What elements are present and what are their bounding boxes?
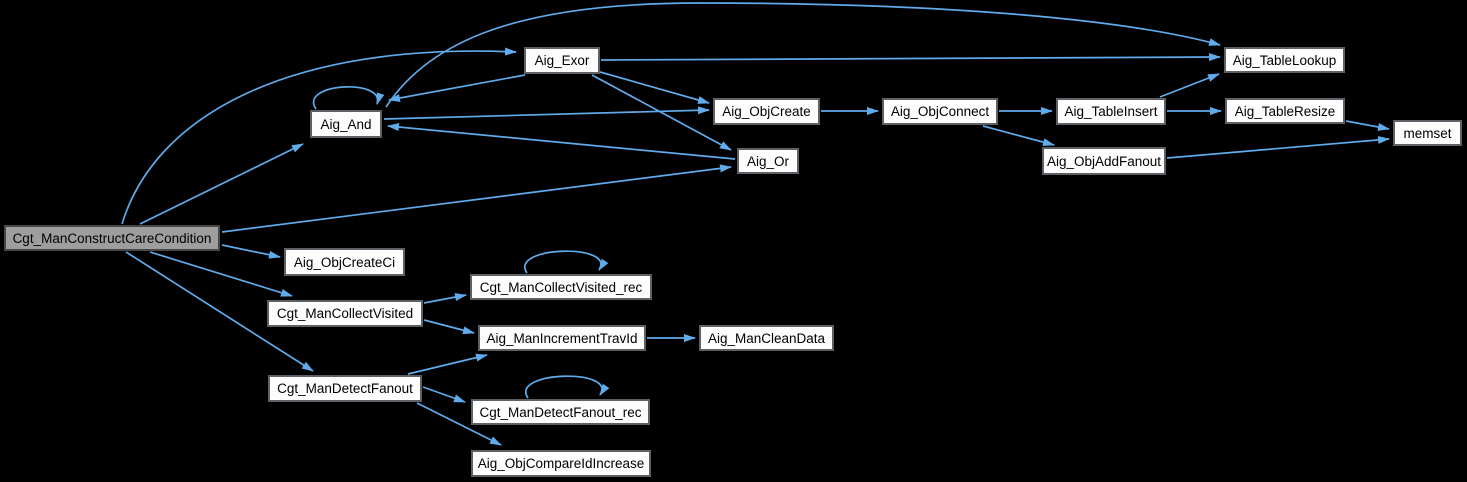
node-label: Aig_ObjCreateCi xyxy=(293,254,396,270)
edge-cgt_mancollectvisited-to-aig_manincrementtravid xyxy=(423,319,475,335)
edge-aig_exor-to-aig_objcreate xyxy=(599,71,710,104)
edge-aig_tableinsert-to-aig_tablelookup xyxy=(1159,73,1220,98)
edge-main-to-cgt_mancollectvisited xyxy=(149,251,293,297)
node-aig_manincrementtravid[interactable]: Aig_ManIncrementTravId xyxy=(478,325,646,351)
node-aig_tableresize[interactable]: Aig_TableResize xyxy=(1225,98,1345,124)
edge-cgt_mancollectvisited_rec-to-cgt_mancollectvisited_rec xyxy=(523,250,609,274)
edge-aig_tableresize-to-memset xyxy=(1345,120,1390,131)
node-label: Cgt_ManConstructCareCondition xyxy=(12,230,212,246)
edge-main-to-cgt_mandetectfanout xyxy=(125,251,314,372)
edge-aig_or-to-aig_and xyxy=(387,123,736,160)
node-cgt_mandetectfanout[interactable]: Cgt_ManDetectFanout xyxy=(268,375,422,402)
node-label: Aig_Or xyxy=(746,153,790,169)
edge-aig_exor-to-aig_tablelookup xyxy=(600,53,1221,62)
node-label: Aig_ObjCompareIdIncrease xyxy=(477,456,645,471)
node-label: Aig_TableResize xyxy=(1234,103,1336,119)
node-memset[interactable]: memset xyxy=(1393,120,1462,146)
node-label: Aig_TableLookup xyxy=(1232,52,1337,68)
edge-aig_objaddfanout-to-memset xyxy=(1166,135,1390,159)
edge-main-to-aig_or xyxy=(221,164,732,233)
node-label: Aig_ManCleanData xyxy=(707,330,826,346)
node-cgt_mandetectfanout_rec[interactable]: Cgt_ManDetectFanout_rec xyxy=(471,399,650,425)
edge-cgt_mancollectvisited-to-cgt_mancollectvisited_rec xyxy=(423,293,467,304)
node-aig_tableinsert[interactable]: Aig_TableInsert xyxy=(1056,98,1166,125)
node-label: Cgt_ManCollectVisited_rec xyxy=(479,279,643,295)
node-aig_or[interactable]: Aig_Or xyxy=(737,148,799,174)
node-aig_exor[interactable]: Aig_Exor xyxy=(524,47,600,74)
edge-cgt_mandetectfanout_rec-to-cgt_mandetectfanout_rec xyxy=(524,375,610,399)
edge-aig_objconnect-to-aig_objaddfanout xyxy=(982,125,1055,147)
edge-aig_exor-to-aig_and xyxy=(388,74,526,102)
edge-aig_and-to-aig_objcreate xyxy=(383,106,710,120)
edge-main-to-aig_exor xyxy=(121,47,517,225)
edge-aig_exor-to-aig_or xyxy=(591,74,732,151)
edge-cgt_mandetectfanout-to-aig_manincrementtravid xyxy=(407,353,488,375)
edge-aig_and-to-aig_and xyxy=(312,85,385,110)
node-aig_objcreateci[interactable]: Aig_ObjCreateCi xyxy=(284,248,405,276)
node-label: Aig_ManIncrementTravId xyxy=(486,330,638,346)
node-label: Cgt_ManDetectFanout_rec xyxy=(479,404,642,420)
node-aig_and[interactable]: Aig_And xyxy=(310,110,382,138)
node-aig_objaddfanout[interactable]: Aig_ObjAddFanout xyxy=(1042,147,1166,175)
node-aig_tablelookup[interactable]: Aig_TableLookup xyxy=(1224,47,1345,73)
node-label: Aig_And xyxy=(320,116,372,132)
node-label: memset xyxy=(1403,125,1452,141)
node-aig_mancleandata[interactable]: Aig_ManCleanData xyxy=(699,325,834,351)
node-main[interactable]: Cgt_ManConstructCareCondition xyxy=(4,225,220,251)
edge-cgt_mandetectfanout-to-aig_objcompareidincrease xyxy=(416,402,502,446)
node-label: Aig_ObjAddFanout xyxy=(1046,153,1162,169)
edge-cgt_mandetectfanout-to-cgt_mandetectfanout_rec xyxy=(422,386,466,403)
node-label: Aig_Exor xyxy=(534,53,590,68)
edge-main-to-aig_and xyxy=(139,143,304,225)
edge-aig_and-to-aig_tablelookup xyxy=(385,2,1221,108)
edge-main-to-aig_objcreateci xyxy=(221,244,281,259)
node-aig_objconnect[interactable]: Aig_ObjConnect xyxy=(882,98,998,125)
node-cgt_mancollectvisited_rec[interactable]: Cgt_ManCollectVisited_rec xyxy=(470,274,652,300)
node-label: Aig_ObjConnect xyxy=(890,104,990,119)
node-cgt_mancollectvisited[interactable]: Cgt_ManCollectVisited xyxy=(267,300,423,327)
node-aig_objcreate[interactable]: Aig_ObjCreate xyxy=(713,98,820,125)
node-label: Aig_TableInsert xyxy=(1064,104,1158,119)
node-label: Cgt_ManCollectVisited xyxy=(276,306,414,321)
node-label: Aig_ObjCreate xyxy=(722,104,811,119)
node-aig_objcompareidincrease[interactable]: Aig_ObjCompareIdIncrease xyxy=(471,450,651,477)
node-label: Cgt_ManDetectFanout xyxy=(277,381,413,396)
